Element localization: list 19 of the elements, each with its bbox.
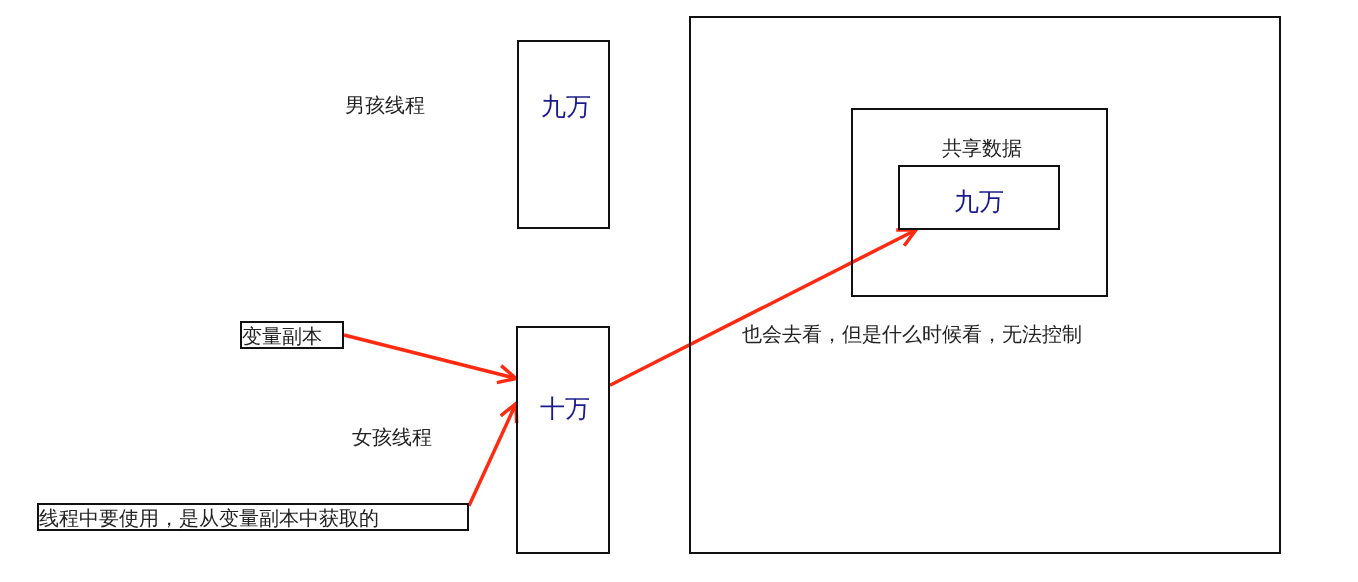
thread-box xyxy=(516,326,610,554)
value-text: 九万 xyxy=(953,186,1005,218)
note-text: 线程中要使用，是从变量副本中获取的 xyxy=(39,505,379,532)
arrow xyxy=(343,333,518,385)
box-heading: 共享数据 xyxy=(940,135,1023,162)
note-text: 变量副本 xyxy=(242,323,322,350)
memory-box xyxy=(689,16,1281,554)
thread-box xyxy=(517,40,610,229)
thread-box xyxy=(851,108,1108,297)
thread-box xyxy=(898,165,1060,230)
arrow xyxy=(467,401,519,507)
arrow xyxy=(609,228,918,387)
text-node xyxy=(37,503,469,531)
value-text: 九万 xyxy=(539,91,592,123)
note-text: 男孩线程 xyxy=(345,92,425,119)
text-node xyxy=(240,321,344,349)
note-text: 女孩线程 xyxy=(352,424,432,451)
value-text: 十万 xyxy=(539,393,591,425)
note-text: 也会去看，但是什么时候看，无法控制 xyxy=(742,321,1082,348)
